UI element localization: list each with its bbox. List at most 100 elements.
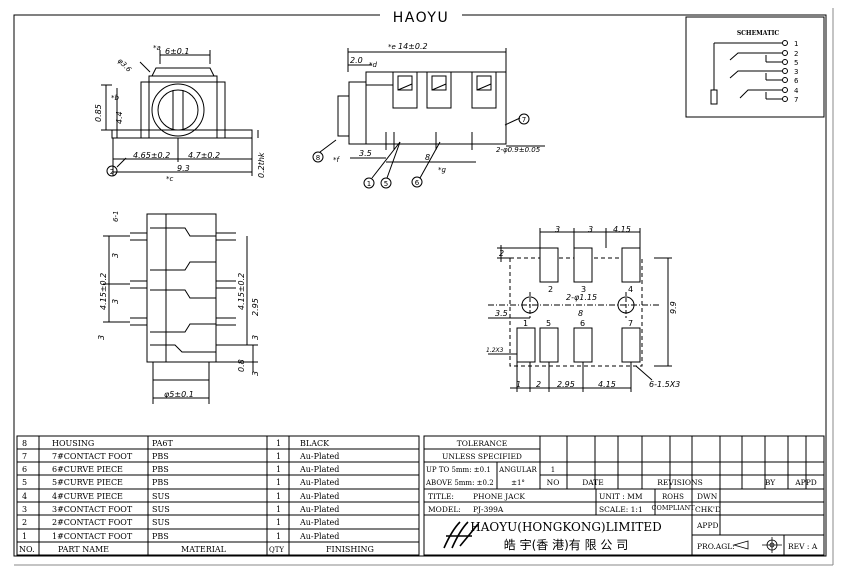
rev-col-date: DATE: [582, 478, 604, 487]
schematic-pin: 6: [794, 77, 799, 85]
title-value: PHONE JACK: [473, 492, 525, 501]
bom-finish: Au-Plated: [299, 465, 339, 474]
callout-number: 8: [316, 154, 320, 162]
dim-label: 8: [425, 153, 430, 162]
rev-col-appd: APPD: [794, 478, 817, 487]
bom-rows: 8 HOUSING PA6T 1 BLACK 7 7#CONTACT FOOT …: [19, 439, 374, 554]
schematic-pin: 7: [794, 96, 798, 104]
projection-label: PRO.AGL:: [697, 542, 735, 551]
dim-label: 1: [516, 380, 521, 389]
bom-material: PBS: [152, 465, 169, 474]
callout-number: 7: [522, 116, 526, 124]
bom-header: FINISHING: [326, 545, 374, 554]
bom-finish: Au-Plated: [299, 452, 339, 461]
dim-label: 3: [97, 335, 106, 340]
bom-material: PBS: [152, 478, 169, 487]
title-block-grid: [423, 435, 825, 556]
bottom-view: [103, 213, 258, 404]
bom-no: 8: [22, 439, 27, 448]
appd-label: APPD: [696, 521, 719, 530]
bom-header: QTY: [269, 546, 284, 554]
pad-number: 7: [628, 319, 633, 328]
rohs-label: ROHS: [662, 493, 684, 501]
bom-no: 4: [22, 492, 27, 501]
tolerance-title: TOLERANCE: [457, 439, 507, 448]
schematic-pin: 2: [794, 50, 798, 58]
dim-label: 2-φ1.15: [566, 293, 597, 302]
revision-label: REV : A: [788, 542, 818, 551]
callout-circle: [312, 151, 324, 163]
dim-label: 2.0: [350, 56, 363, 65]
schematic-pin: 3: [794, 68, 798, 76]
dim-label: 8: [578, 309, 583, 318]
dim-label: 4.65±0.2: [133, 151, 170, 160]
brand-title: HAOYU: [393, 10, 449, 26]
title-label: TITLE:: [428, 492, 454, 501]
dim-label: 4.15: [613, 225, 631, 234]
bom-material: SUS: [152, 518, 170, 527]
dim-label: 3: [555, 225, 560, 234]
schematic-pin: 4: [794, 87, 799, 95]
dim-label: 6-1.5X3: [649, 380, 680, 389]
bom-qty: 1: [276, 532, 281, 541]
dim-label: 3: [111, 253, 120, 258]
dim-label: 4.4: [115, 111, 124, 124]
dim-label: 6-1: [112, 211, 120, 222]
brand-backdrop: [380, 8, 462, 24]
bom-qty: 1: [276, 452, 281, 461]
dim-label: φ5±0.1: [164, 390, 194, 399]
model-label: MODEL:: [428, 505, 461, 514]
bom-material: PA6T: [152, 439, 174, 448]
pad-number: 5: [546, 319, 551, 328]
pad-number: 3: [581, 285, 586, 294]
tolerance-above: ABOVE 5mm: ±0.2: [425, 479, 494, 487]
bom-finish: BLACK: [300, 439, 330, 448]
pad-number: 4: [628, 285, 633, 294]
bom-material: PBS: [152, 452, 169, 461]
dim-label: *d: [369, 61, 378, 69]
dim-label: 6±0.1: [165, 47, 190, 56]
bom-part-name: 6#CURVE PIECE: [52, 465, 123, 474]
bom-finish: Au-Plated: [299, 492, 339, 501]
dim-label: 2.95: [251, 298, 260, 316]
dim-label: 2: [536, 380, 541, 389]
schematic-title: SCHEMATIC: [737, 30, 780, 37]
dim-label: 4.15: [598, 380, 616, 389]
bom-part-name: 7#CONTACT FOOT: [52, 452, 133, 461]
dim-label: 14±0.2: [398, 42, 428, 51]
dim-label: 9.3: [177, 164, 190, 173]
company-name: HAOYU(HONGKONG)LIMITED: [470, 520, 661, 534]
title-block: TOLERANCE UNLESS SPECIFIED UP TO 5mm: ±0…: [425, 439, 818, 553]
callout-circle: [518, 113, 530, 125]
bom-part-name: 4#CURVE PIECE: [52, 492, 123, 501]
dim-label: 3: [111, 299, 120, 304]
rev-col-revisions: REVISIONS: [657, 478, 702, 487]
dim-label: 0.2thk: [257, 152, 266, 178]
dim-label: 4.15±0.2: [237, 273, 246, 310]
bom-table: [16, 435, 420, 556]
bom-part-name: 1#CONTACT FOOT: [52, 532, 133, 541]
callout-circle: [380, 177, 392, 189]
dim-label: φ3.6: [116, 57, 133, 74]
dim-label: 9.9: [669, 301, 678, 314]
haoyu-logo: [443, 521, 479, 549]
bom-finish: Au-Plated: [299, 518, 339, 527]
chkd-label: CHK'D: [695, 505, 721, 514]
schematic-pin: 5: [794, 59, 798, 67]
bom-finish: Au-Plated: [299, 505, 339, 514]
dim-label: 0.8: [237, 359, 246, 372]
schematic-pin: 1: [794, 40, 798, 48]
dwn-label: DWN: [697, 492, 718, 501]
bom-qty: 1: [276, 518, 281, 527]
callout-circle: [106, 165, 118, 177]
bom-qty: 1: [276, 465, 281, 474]
bom-part-name: HOUSING: [52, 439, 94, 448]
bom-part-name: 2#CONTACT FOOT: [52, 518, 133, 527]
bom-finish: Au-Plated: [299, 532, 339, 541]
dim-label: 4.7±0.2: [188, 151, 220, 160]
dim-label: 3: [251, 371, 260, 376]
dim-label: *g: [438, 166, 447, 174]
model-value: PJ-399A: [473, 505, 504, 514]
company-name-chinese: 皓 宇(香 港)有 限 公 司: [504, 538, 628, 552]
